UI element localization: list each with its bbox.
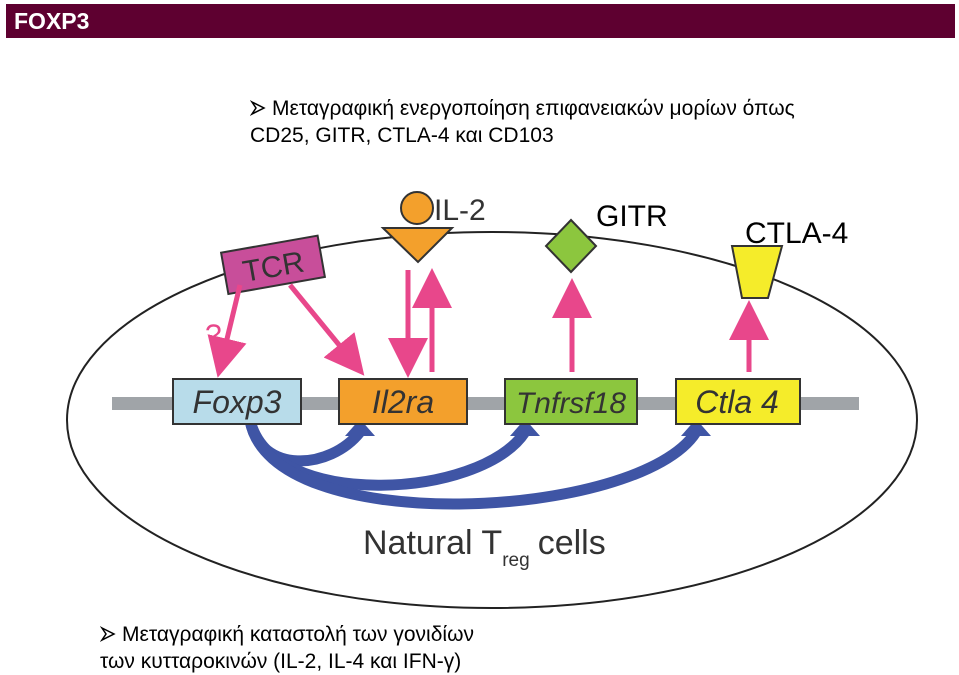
ctla4-label: CTLA-4 — [745, 217, 848, 250]
il2-ligand-icon — [400, 191, 434, 225]
tcr-to-il2ra-arrow — [288, 283, 365, 376]
top-bullet-line1: Μεταγραφική ενεργοποίηση επιφανειακών μο… — [272, 97, 795, 120]
top-bullet-line2: CD25, GITR, CTLA-4 και CD103 — [250, 124, 554, 147]
question-mark: ? — [205, 319, 222, 352]
top-bullet: Μεταγραφική ενεργοποίηση επιφανειακών μο… — [249, 95, 795, 149]
gene-tnfrsf18: Tnfrsf18 — [504, 378, 638, 425]
bottom-bullet-line1: Μεταγραφική καταστολή των γονιδίων — [122, 623, 474, 646]
cell-outline — [66, 231, 918, 609]
cell-label-suffix: cells — [538, 524, 606, 562]
tcr-receptor: TCR — [219, 234, 327, 296]
ctla4-arrowhead — [681, 419, 711, 436]
il2-receptor-icon — [380, 227, 455, 264]
slide-title: FOXP3 — [14, 8, 90, 34]
cell-label-subscript: reg — [502, 550, 529, 571]
foxp3-to-ctla4-arrow — [244, 418, 701, 510]
gene-ctla4-label: Ctla 4 — [695, 384, 779, 420]
cell-label-main: Natural T — [363, 524, 502, 562]
arrowhead-bullet-icon — [249, 95, 272, 122]
cell-type-label: Natural Treg cells — [363, 524, 606, 571]
tnfrsf18-arrowhead — [510, 419, 540, 436]
gene-tnfrsf18-label: Tnfrsf18 — [516, 387, 626, 420]
arrowhead-bullet-icon — [99, 621, 122, 648]
bottom-bullet: Μεταγραφική καταστολή των γονιδίων των κ… — [99, 621, 474, 675]
il2ra-arrowhead — [345, 419, 375, 436]
gene-ctla4: Ctla 4 — [675, 378, 801, 425]
gene-foxp3: Foxp3 — [172, 378, 302, 425]
bottom-bullet-line2: των κυτταροκινών (IL-2, IL-4 και IFN-γ) — [100, 650, 462, 673]
gene-il2ra: Il2ra — [338, 378, 468, 425]
tcr-to-foxp3-arrow — [207, 284, 247, 378]
il2-label: IL-2 — [434, 194, 486, 227]
gene-il2ra-label: Il2ra — [372, 384, 434, 420]
gene-foxp3-label: Foxp3 — [193, 384, 282, 420]
gitr-label: GITR — [596, 200, 668, 233]
ctla4-receptor-icon — [730, 245, 784, 299]
header-bar: FOXP3 — [6, 4, 955, 38]
gitr-receptor-icon — [544, 218, 598, 274]
